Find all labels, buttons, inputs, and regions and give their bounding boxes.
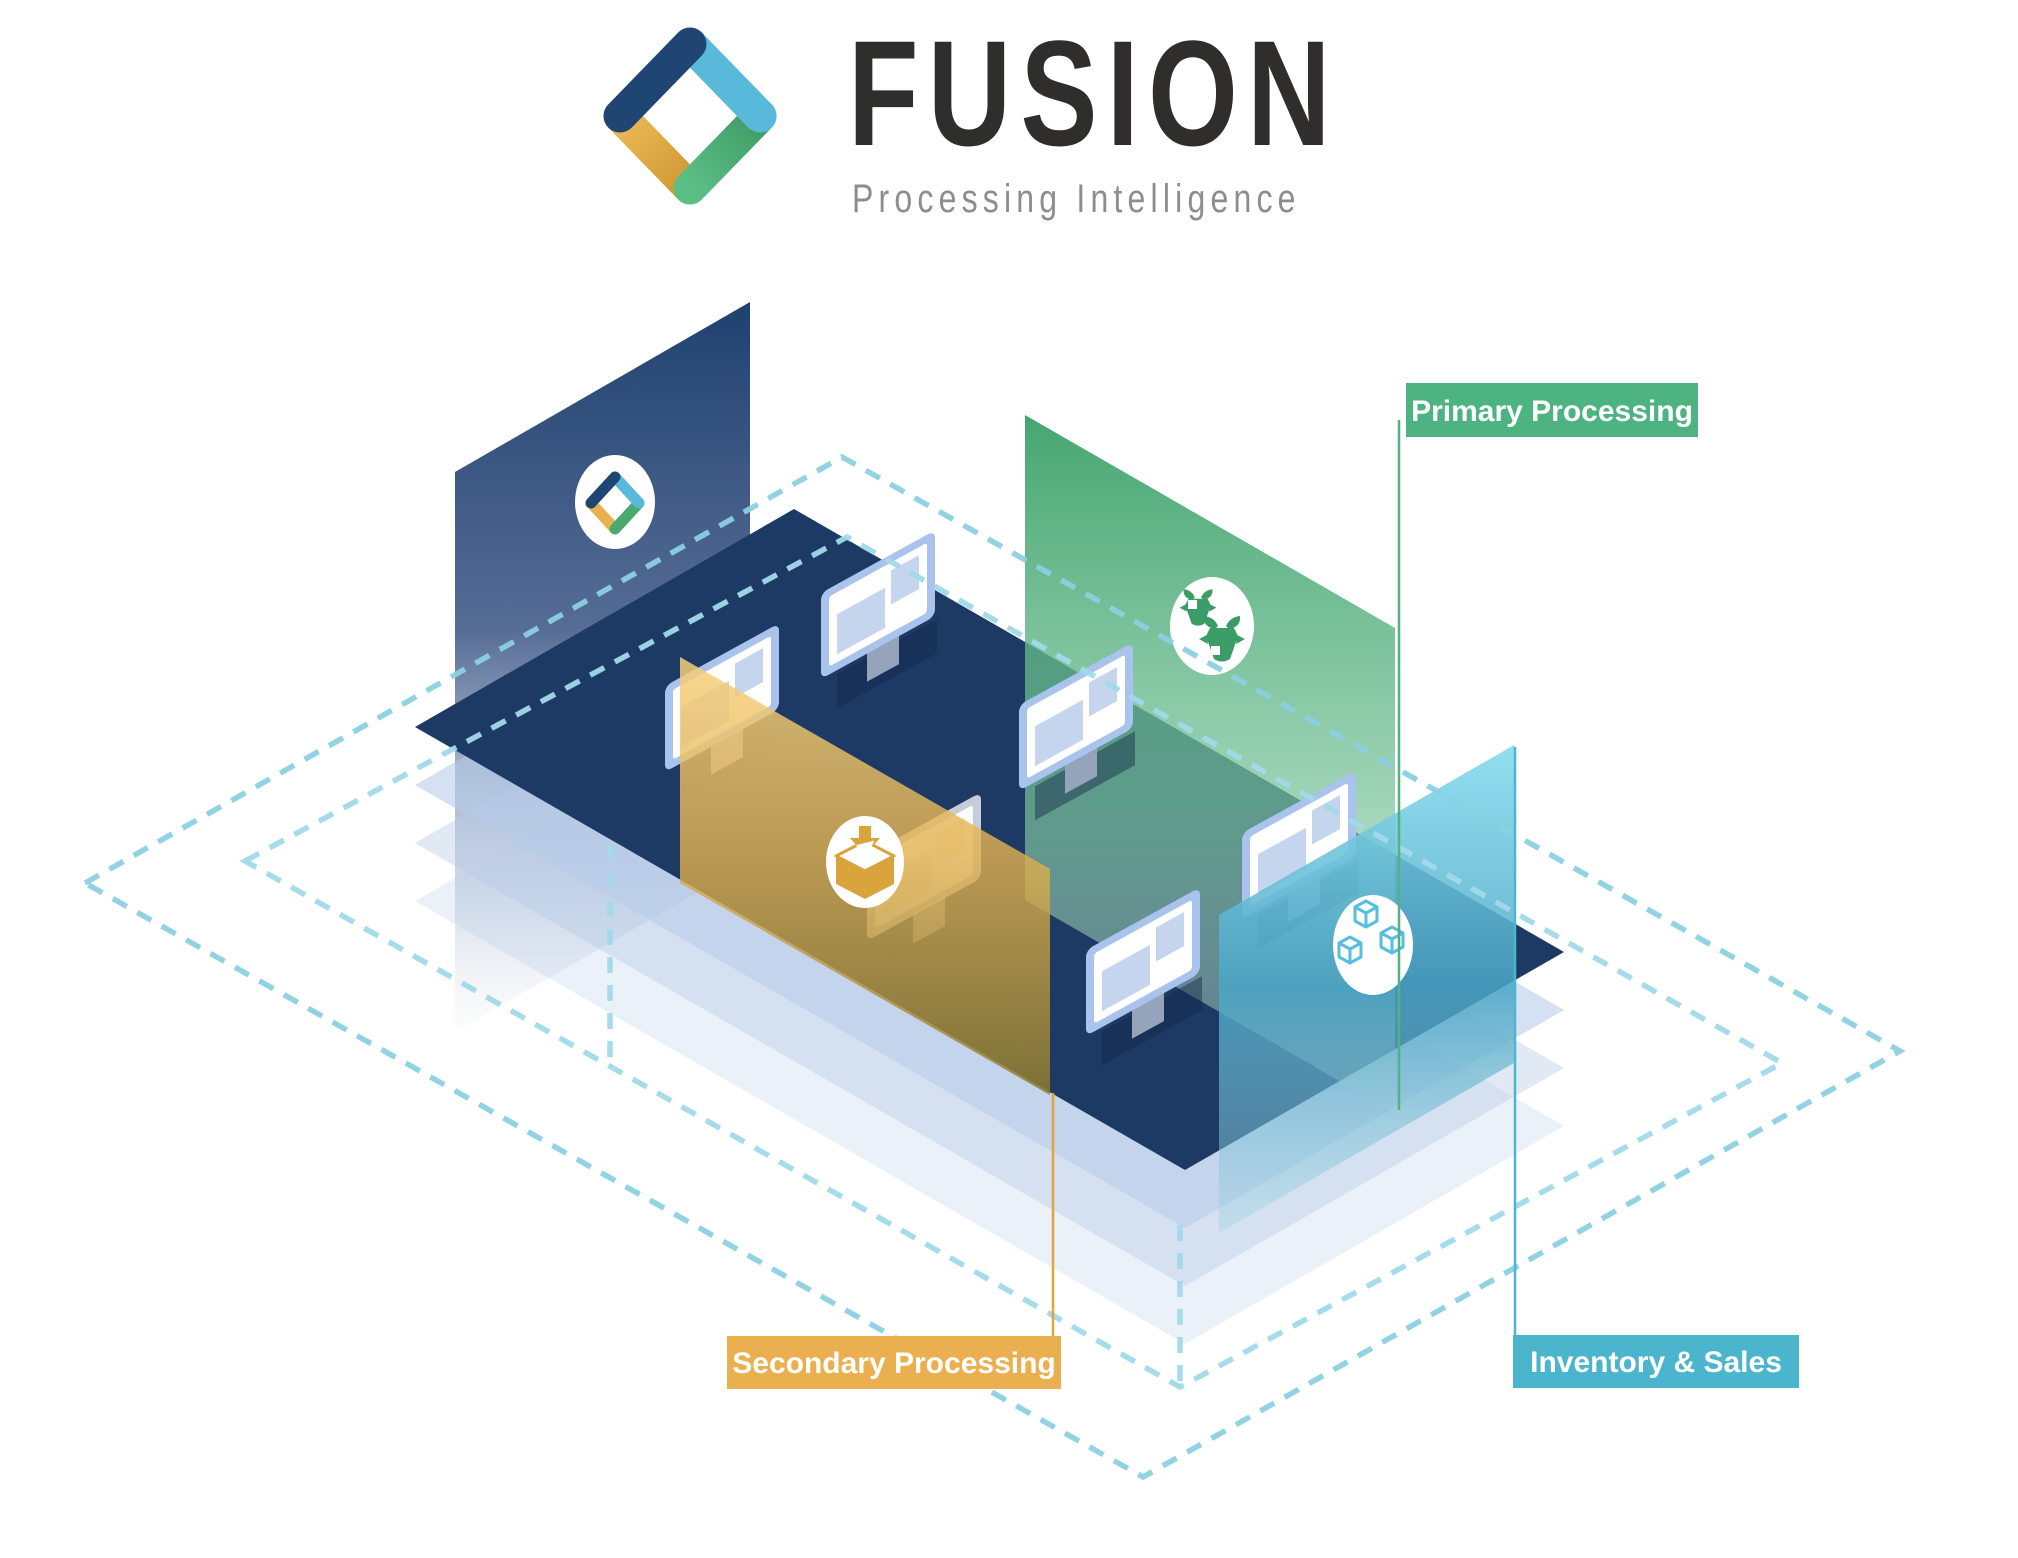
secondary-processing-panel: [680, 657, 1050, 1095]
inventory-sales-label: Inventory & Sales: [1513, 1335, 1799, 1388]
secondary-processing-label: Secondary Processing: [727, 1336, 1061, 1389]
fusion-diamond-icon: [603, 27, 777, 205]
brand-name: FUSION: [848, 11, 1340, 178]
brand-logo: FUSION Processing Intelligence: [603, 11, 1340, 221]
dashed-wireframe: [79, 453, 1906, 1481]
secondary-processing-label-text: Secondary Processing: [732, 1347, 1055, 1380]
fusion-mini-diamond-icon: [585, 471, 645, 535]
brand-tagline: Processing Intelligence: [852, 176, 1301, 221]
cattle-icon: [1179, 589, 1245, 662]
inventory-sales-panel: [1219, 745, 1514, 1233]
package-arrow-icon: [834, 826, 896, 899]
primary-processing-label: Primary Processing: [1406, 383, 1698, 437]
label-connectors: [1051, 420, 1517, 1350]
primary-processing-label-text: Primary Processing: [1411, 395, 1693, 428]
inventory-sales-label-text: Inventory & Sales: [1530, 1346, 1782, 1379]
